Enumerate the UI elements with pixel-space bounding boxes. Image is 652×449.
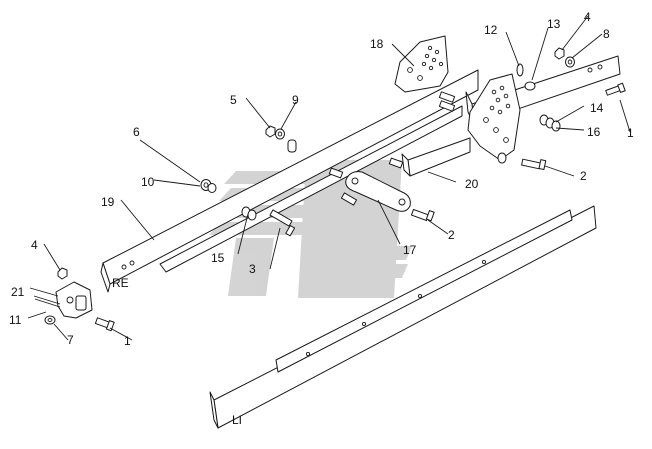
pin-11[interactable] bbox=[33, 295, 61, 308]
ring-7[interactable] bbox=[44, 315, 56, 325]
callout-13: 13 bbox=[547, 17, 561, 31]
front-bracket-21[interactable] bbox=[55, 281, 93, 319]
callout-4-left: 4 bbox=[31, 238, 38, 252]
rear-bracket-plate[interactable] bbox=[467, 73, 521, 161]
bolt-1-right[interactable] bbox=[605, 82, 626, 96]
bolt-3[interactable] bbox=[269, 209, 296, 237]
callout-1-left: 1 bbox=[124, 334, 131, 348]
callout-4-top: 4 bbox=[584, 10, 591, 24]
lower-bracket-20[interactable] bbox=[401, 137, 471, 177]
callout-8: 8 bbox=[603, 27, 610, 41]
eye-pin-12-13[interactable] bbox=[497, 63, 536, 164]
bolt-2-mid[interactable] bbox=[410, 208, 435, 222]
bracket-plate-18[interactable] bbox=[394, 35, 449, 93]
nut-4-left[interactable] bbox=[57, 267, 68, 280]
callout-5: 5 bbox=[230, 93, 237, 107]
washers-14-16[interactable] bbox=[539, 114, 561, 132]
bolt-2-top[interactable] bbox=[521, 158, 547, 171]
callout-14: 14 bbox=[590, 101, 604, 115]
link-17[interactable] bbox=[345, 171, 411, 212]
bolt-pair-upper[interactable] bbox=[328, 91, 456, 206]
callout-7: 7 bbox=[67, 333, 74, 347]
callout-labels: 1 1 2 2 3 4 4 5 6 7 8 9 10 11 12 13 14 1… bbox=[9, 10, 634, 348]
right-rail[interactable]: RE bbox=[100, 69, 479, 293]
washer-8[interactable] bbox=[565, 56, 575, 68]
callout-16: 16 bbox=[587, 125, 601, 139]
callout-6: 6 bbox=[133, 125, 140, 139]
callout-12: 12 bbox=[484, 23, 498, 37]
callout-9: 9 bbox=[292, 93, 299, 107]
right-rail-label: RE bbox=[112, 276, 129, 290]
leader-lines bbox=[27, 15, 631, 341]
callout-3: 3 bbox=[249, 262, 256, 276]
callout-20: 20 bbox=[465, 177, 479, 191]
callout-2-mid: 2 bbox=[448, 228, 455, 242]
washer-9[interactable] bbox=[275, 128, 285, 140]
callout-17: 17 bbox=[403, 243, 417, 257]
callout-15: 15 bbox=[211, 251, 225, 265]
bolt-1-left[interactable] bbox=[94, 317, 115, 332]
callout-21: 21 bbox=[11, 285, 25, 299]
callout-2-top: 2 bbox=[580, 169, 587, 183]
callout-19: 19 bbox=[101, 195, 115, 209]
nut-4-top[interactable] bbox=[554, 47, 565, 60]
left-rail-label: LI bbox=[232, 413, 242, 427]
nut-5[interactable] bbox=[265, 125, 276, 138]
washers-10[interactable] bbox=[200, 179, 217, 193]
callout-1-right: 1 bbox=[627, 126, 634, 140]
callout-18: 18 bbox=[370, 37, 384, 51]
left-rail[interactable]: LI bbox=[209, 205, 597, 429]
callout-10: 10 bbox=[141, 175, 155, 189]
spacer-cylinder[interactable] bbox=[287, 139, 297, 153]
callout-11: 11 bbox=[9, 313, 22, 327]
